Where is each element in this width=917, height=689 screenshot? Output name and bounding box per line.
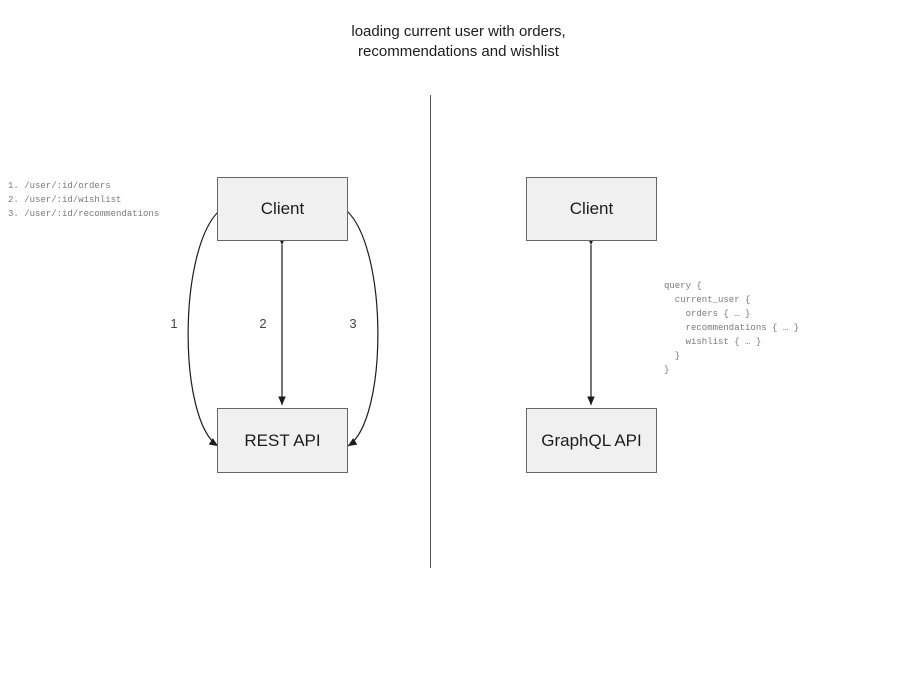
edge-curve-1: [187, 202, 228, 447]
page-title: loading current user with orders, recomm…: [351, 23, 566, 60]
rest-endpoints-code: 1. /user/:id/orders 2. /user/:id/wishlis…: [8, 181, 160, 219]
edge-label-2: 2: [259, 316, 267, 331]
node-client-rest[interactable]: Client: [217, 177, 348, 241]
node-rest-api[interactable]: REST API: [217, 408, 348, 473]
node-client-graphql[interactable]: Client: [526, 177, 657, 241]
graphql-query-code: query { current_user { orders { … } reco…: [664, 281, 800, 375]
edge-label-3: 3: [349, 316, 357, 331]
node-graphql-api[interactable]: GraphQL API: [526, 408, 657, 473]
edge-label-1: 1: [170, 316, 178, 331]
vertical-divider: [430, 95, 431, 568]
